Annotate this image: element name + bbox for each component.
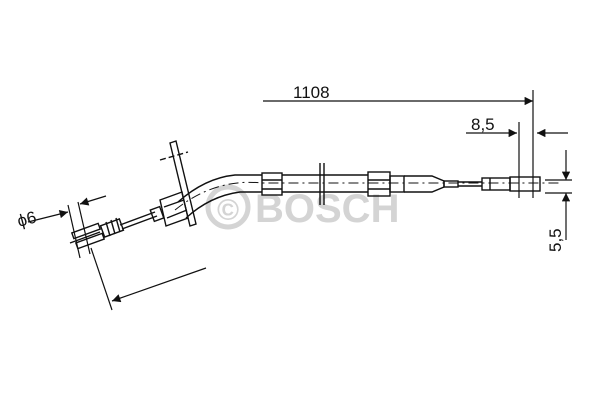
bosch-watermark: © BOSCH [205, 184, 399, 231]
end-height-label: 5,5 [546, 228, 565, 252]
overall-length-label: 1108 [293, 83, 330, 102]
watermark-text: BOSCH [255, 187, 399, 231]
dimension-lines [27, 90, 572, 311]
copyright-icon: © [217, 194, 239, 227]
pin-diameter-label: ϕ6 [15, 208, 38, 231]
end-width-label: 8,5 [471, 115, 495, 134]
